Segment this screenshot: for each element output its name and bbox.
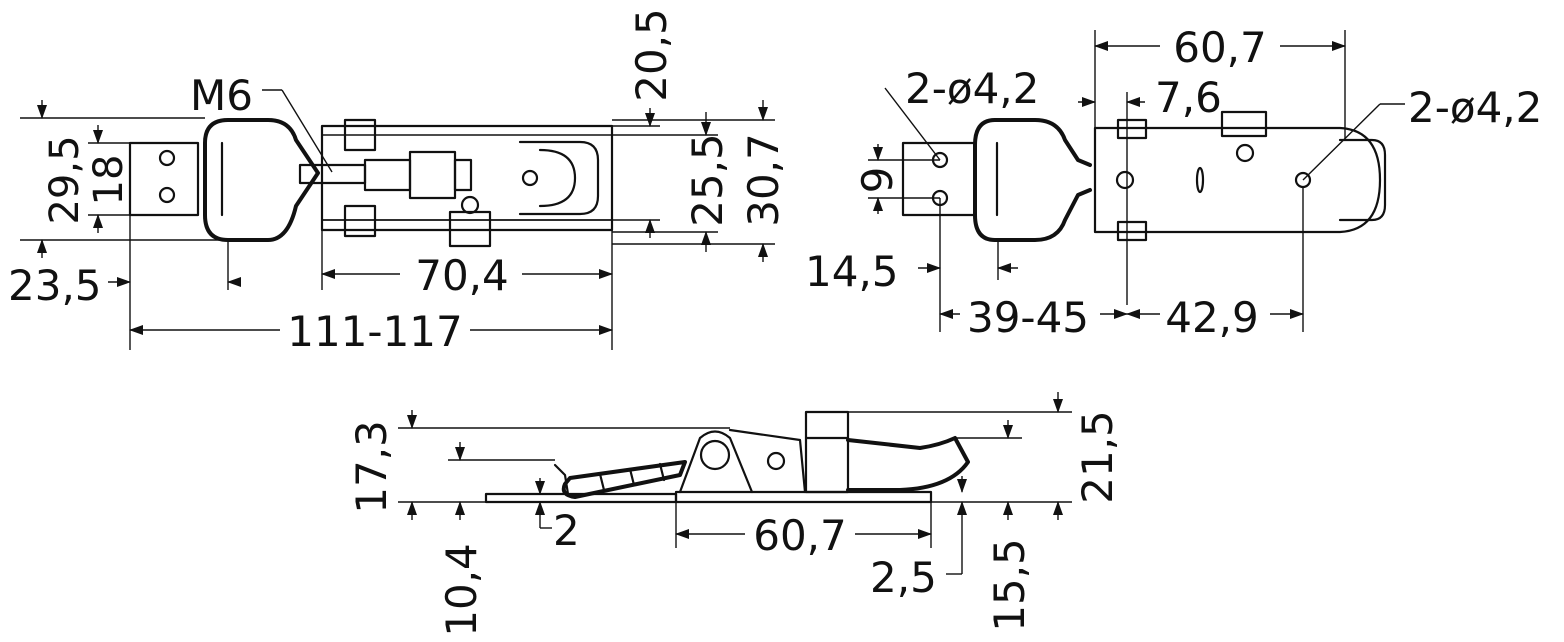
pivot-hole-plan xyxy=(1115,170,1135,190)
dim-base-thickness: 2 xyxy=(553,506,580,555)
dim-offset-left-plan: 14,5 xyxy=(805,247,899,296)
dim-edge-offset: 2,5 xyxy=(870,553,937,602)
catch-plate xyxy=(128,141,200,217)
bail-end xyxy=(973,118,997,242)
base-plate-side xyxy=(674,490,933,504)
dim-right-outer: 30,7 xyxy=(739,133,788,227)
leader-line xyxy=(884,87,941,161)
washer xyxy=(453,158,473,192)
dim-height-right: 21,5 xyxy=(1073,410,1122,504)
catch-hook-side xyxy=(553,463,570,496)
pin-block-upper-plan xyxy=(1116,118,1148,140)
bail-segment xyxy=(658,462,666,482)
lock-hole-plan xyxy=(1235,143,1255,163)
catch-hole-upper xyxy=(158,149,176,167)
lock-pin xyxy=(460,195,480,215)
dim-small-gap: 7,6 xyxy=(1155,73,1222,122)
lever-side xyxy=(728,428,807,494)
bail-upper-arm xyxy=(993,118,1092,167)
side-view: 17,3 10,4 2 60,7 2,5 15,5 xyxy=(347,392,1122,637)
dim-base-length: 60,7 xyxy=(753,511,847,560)
dim-right-inner: 25,5 xyxy=(683,133,732,227)
bail-segment xyxy=(598,472,606,492)
dim-span-left: 39-45 xyxy=(967,293,1089,342)
plan-view: 2-ø4,2 2-ø4,2 60,7 7,6 9 14,5 39-45 xyxy=(805,23,1542,342)
bail-loop xyxy=(203,118,320,242)
pivot-hole-side xyxy=(699,439,731,471)
bail-segment xyxy=(628,467,636,487)
dim-length-total: 111-117 xyxy=(287,307,463,356)
lower-pin-block xyxy=(343,204,377,238)
handle-outline xyxy=(518,140,600,216)
catch-hole-lower xyxy=(158,186,176,204)
dim-width-top: 60,7 xyxy=(1173,23,1267,72)
dim-height-outer: 29,5 xyxy=(42,135,88,224)
dim-height-catch: 10,4 xyxy=(437,543,486,637)
thread-label: M6 xyxy=(190,71,253,120)
bail-lower-arm xyxy=(993,188,1092,242)
leader-line xyxy=(1302,103,1381,181)
dim-offset-left: 23,5 xyxy=(8,261,102,310)
dim-width-mid: 70,4 xyxy=(415,251,509,300)
bail-side xyxy=(561,460,687,499)
pivot-boss-side xyxy=(678,430,754,494)
mount-hole-plan xyxy=(1294,171,1312,189)
dim-height-left: 17,3 xyxy=(347,420,396,514)
pin-block-lower-plan xyxy=(1116,220,1148,242)
dim-height-inner: 18 xyxy=(86,155,132,206)
upper-pin-block xyxy=(343,118,377,152)
threaded-rod xyxy=(298,163,367,185)
handle-side xyxy=(846,436,970,492)
lock-block-side xyxy=(804,410,850,494)
leader-line xyxy=(281,89,333,173)
holes-left-label: 2-ø4,2 xyxy=(905,64,1039,113)
dim-height-handle: 15,5 xyxy=(985,538,1034,632)
lever-hole-side xyxy=(766,451,786,471)
dim-hole-spacing: 9 xyxy=(853,167,902,194)
dim-top: 20,5 xyxy=(627,8,676,102)
latch-body-plan xyxy=(1093,126,1382,234)
pivot-hole xyxy=(521,169,539,187)
handle-plan xyxy=(1338,138,1387,222)
rod-sleeve xyxy=(363,158,412,192)
top-view: 29,5 18 23,5 70,4 111-117 M6 20,5 xyxy=(8,8,788,356)
hex-nut xyxy=(408,150,457,200)
handle-curve xyxy=(538,148,577,208)
slot-plan xyxy=(1195,166,1205,194)
holes-right-label: 2-ø4,2 xyxy=(1408,83,1542,132)
lock-tab-plan xyxy=(1220,110,1268,138)
dim-span-right: 42,9 xyxy=(1165,293,1259,342)
